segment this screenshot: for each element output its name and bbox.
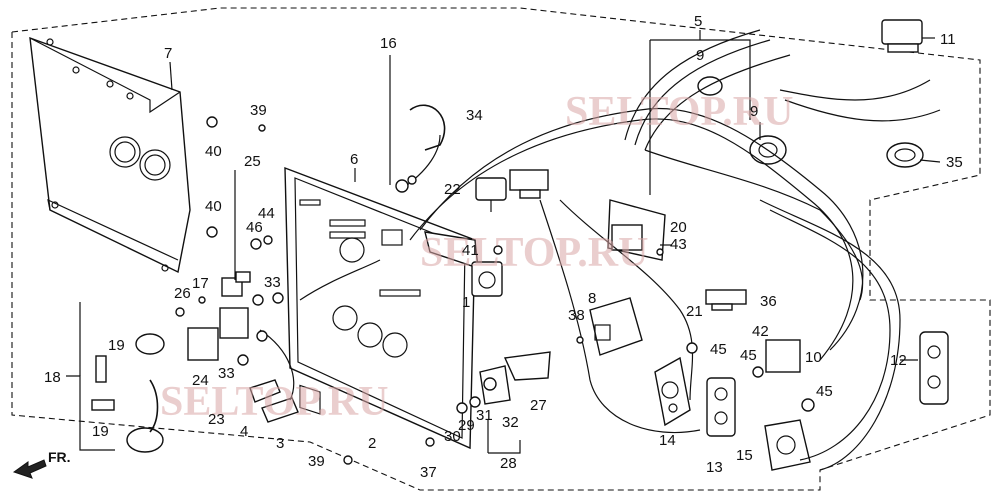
connector-block <box>509 169 549 199</box>
callout-31: 31 <box>476 407 493 424</box>
relay-8 <box>589 297 643 356</box>
callout-27: 27 <box>530 397 547 414</box>
callout-26: 26 <box>174 285 191 302</box>
bolts-and-nuts <box>175 116 815 465</box>
callout-45-b: 45 <box>740 347 757 364</box>
callout-20: 20 <box>670 219 687 236</box>
callout-2: 2 <box>368 435 376 452</box>
clamp-34 <box>409 104 446 151</box>
breaker-1 <box>471 261 503 297</box>
callout-43: 43 <box>670 236 687 253</box>
control-panel-plate <box>284 166 479 450</box>
callout-33-lower: 33 <box>218 365 235 382</box>
callout-19-upper: 19 <box>108 337 125 354</box>
callout-12: 12 <box>890 352 907 369</box>
lamp-assembly-18 <box>91 333 165 453</box>
callout-30: 30 <box>444 428 461 445</box>
callout-9-upper: 9 <box>696 47 704 64</box>
callout-15: 15 <box>736 447 753 464</box>
connector-11 <box>881 19 923 53</box>
terminal-21 <box>705 289 747 311</box>
callout-33-upper: 33 <box>264 274 281 291</box>
clamp-35 <box>886 142 924 168</box>
callout-42: 42 <box>752 323 769 340</box>
callout-19-lower: 19 <box>92 423 109 440</box>
callout-6: 6 <box>350 151 358 168</box>
callout-44: 44 <box>258 205 275 222</box>
callout-7: 7 <box>164 45 172 62</box>
watermark: SELTOP.RU <box>420 230 648 276</box>
callout-labels: 1 2 3 4 5 6 7 8 9 9 10 11 12 13 14 15 16… <box>44 13 963 481</box>
callout-32: 32 <box>502 414 519 431</box>
fuse-holder-23 <box>249 379 299 423</box>
outlet-12 <box>919 331 949 405</box>
callout-25: 25 <box>244 153 261 170</box>
leader-lines <box>66 30 941 454</box>
outlet-15 <box>764 419 811 471</box>
callout-39-lower: 39 <box>308 453 325 470</box>
callout-28: 28 <box>500 455 517 472</box>
callout-16: 16 <box>380 35 397 52</box>
callout-36: 36 <box>760 293 777 310</box>
callout-14: 14 <box>659 432 676 449</box>
callout-10: 10 <box>805 349 822 366</box>
front-direction-arrow <box>12 459 47 479</box>
callout-37: 37 <box>420 464 437 481</box>
callout-3: 3 <box>276 435 284 452</box>
callout-21: 21 <box>686 303 703 320</box>
callout-18: 18 <box>44 369 61 386</box>
outlet-14 <box>654 356 691 427</box>
wire-harness <box>259 29 941 471</box>
callout-17: 17 <box>192 275 209 292</box>
callout-4: 4 <box>240 423 248 440</box>
callout-22: 22 <box>444 181 461 198</box>
terminal-27 <box>503 351 551 381</box>
callout-45-c: 45 <box>816 383 833 400</box>
front-direction-label: FR. <box>48 449 71 465</box>
callout-23: 23 <box>208 411 225 428</box>
capacitor-10 <box>765 339 801 373</box>
callout-13: 13 <box>706 459 723 476</box>
callout-24: 24 <box>192 372 209 389</box>
switch-22 <box>475 177 507 212</box>
callout-9-lower: 9 <box>750 103 758 120</box>
callout-34: 34 <box>466 107 483 124</box>
module-20 <box>607 199 666 261</box>
callout-1: 1 <box>462 294 470 311</box>
watermark: SELTOP.RU <box>565 89 793 135</box>
callout-38: 38 <box>568 307 585 324</box>
callout-11: 11 <box>940 31 956 48</box>
callout-40-upper: 40 <box>205 143 222 160</box>
meter-24 <box>187 307 249 361</box>
callout-41: 41 <box>462 242 479 259</box>
callout-35: 35 <box>946 154 963 171</box>
callout-39-upper: 39 <box>250 102 267 119</box>
callout-8: 8 <box>588 290 596 307</box>
callout-46: 46 <box>246 219 263 236</box>
rear-cover-panel <box>29 36 191 274</box>
callout-45-a: 45 <box>710 341 727 358</box>
switch-25 <box>235 271 251 283</box>
callout-40-lower: 40 <box>205 198 222 215</box>
callout-5: 5 <box>694 13 702 30</box>
outlet-13 <box>706 377 736 437</box>
callout-29: 29 <box>458 417 475 434</box>
watermark: SELTOP.RU <box>160 379 388 425</box>
